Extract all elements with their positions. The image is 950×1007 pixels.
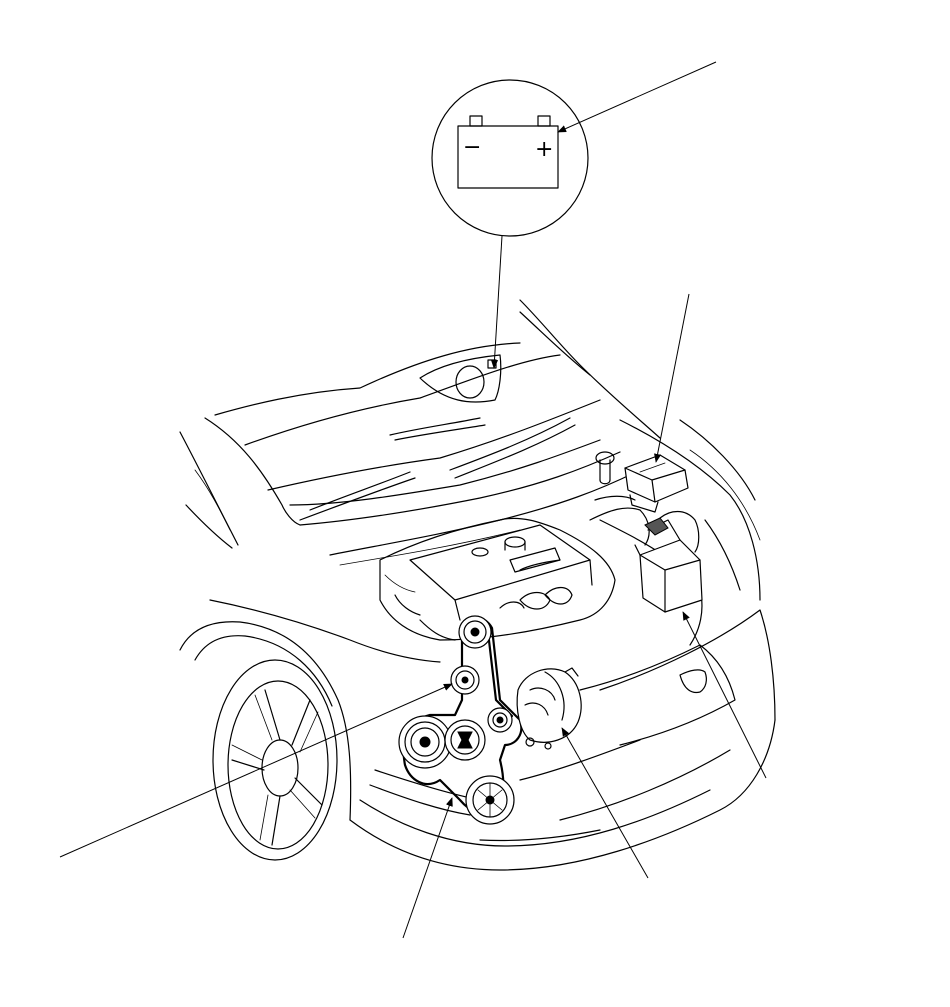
alternator [516,667,582,750]
battery-icon: − + [457,115,559,189]
engine-block [379,451,650,641]
battery-positive-symbol: + [535,137,553,162]
battery-callout: − + [431,79,589,237]
leader-tensioner [59,683,453,858]
car-body-outline [179,299,776,871]
drive-belt-assembly [398,615,523,825]
leader-lines [59,61,767,939]
vehicle-battery [634,510,703,613]
leader-drive-belt [402,797,453,939]
leader-battery-terminal [557,61,717,133]
leader-fuse-box [654,293,690,463]
leader-battery [682,611,767,779]
leader-battery-location [490,235,503,369]
underhood-fuse-box [624,454,689,513]
battery-negative-symbol: − [463,135,481,160]
front-left-wheel [212,659,338,861]
leader-alternator [561,727,649,879]
